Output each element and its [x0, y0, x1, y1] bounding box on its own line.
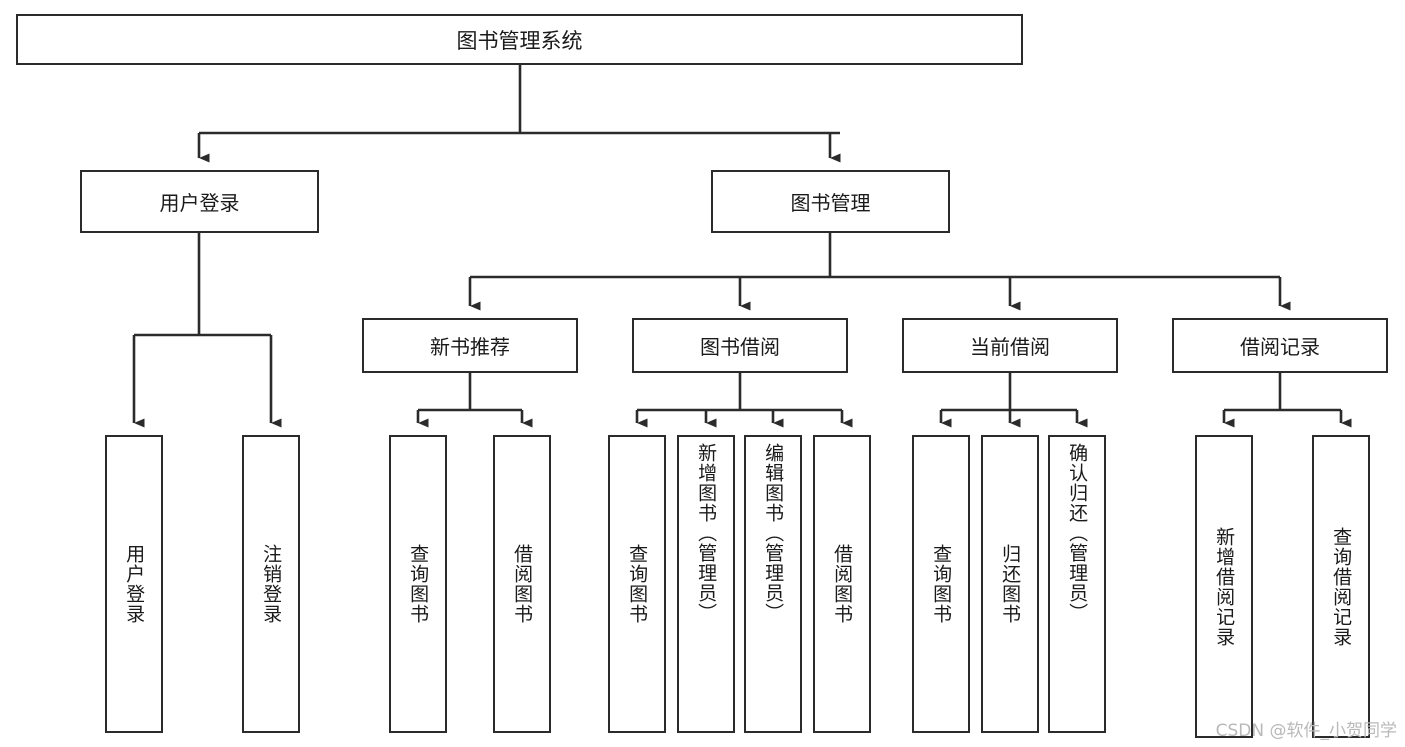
leaf-confirm-return-admin-label: 确认归还（管理员） [1066, 443, 1089, 623]
leaf-user-login-label: 用户登录 [123, 544, 146, 624]
node-book-borrow[interactable]: 图书借阅 [632, 318, 848, 373]
leaf-edit-book-admin[interactable]: 编辑图书（管理员） [744, 435, 802, 733]
node-book-management[interactable]: 图书管理 [711, 170, 950, 233]
leaf-logout[interactable]: 注销登录 [242, 435, 300, 733]
leaf-return-book[interactable]: 归还图书 [981, 435, 1039, 733]
node-new-book-recommend[interactable]: 新书推荐 [362, 318, 578, 373]
leaf-borrow-book-label: 借阅图书 [831, 544, 854, 624]
node-user-login-label: 用户登录 [159, 191, 240, 215]
leaf-query-book-current[interactable]: 查询图书 [912, 435, 970, 733]
node-book-management-label: 图书管理 [790, 191, 871, 215]
leaf-return-book-label: 归还图书 [999, 544, 1022, 624]
leaf-query-borrow-record-label: 查询借阅记录 [1330, 526, 1353, 647]
leaf-borrow-book-recommend-label: 借阅图书 [511, 544, 534, 624]
node-root-label: 图书管理系统 [456, 28, 583, 53]
node-book-borrow-label: 图书借阅 [700, 335, 780, 359]
leaf-add-borrow-record[interactable]: 新增借阅记录 [1195, 435, 1253, 738]
leaf-query-book-borrow-label: 查询图书 [626, 544, 649, 624]
leaf-add-borrow-record-label: 新增借阅记录 [1213, 526, 1236, 647]
node-new-book-recommend-label: 新书推荐 [430, 335, 510, 359]
leaf-query-book-borrow[interactable]: 查询图书 [608, 435, 666, 733]
leaf-borrow-book[interactable]: 借阅图书 [813, 435, 871, 733]
leaf-logout-label: 注销登录 [260, 544, 283, 624]
node-root[interactable]: 图书管理系统 [16, 14, 1023, 65]
node-current-borrow[interactable]: 当前借阅 [902, 318, 1118, 373]
node-user-login[interactable]: 用户登录 [80, 170, 319, 233]
leaf-query-book-recommend-label: 查询图书 [407, 544, 430, 624]
leaf-user-login[interactable]: 用户登录 [105, 435, 163, 733]
leaf-edit-book-admin-label: 编辑图书（管理员） [762, 443, 785, 623]
leaf-borrow-book-recommend[interactable]: 借阅图书 [493, 435, 551, 733]
leaf-add-book-admin-label: 新增图书（管理员） [695, 443, 718, 623]
leaf-query-borrow-record[interactable]: 查询借阅记录 [1312, 435, 1370, 738]
csdn-watermark: CSDN @软件_小贺同学 [1215, 721, 1397, 741]
leaf-query-book-recommend[interactable]: 查询图书 [389, 435, 447, 733]
node-borrow-record[interactable]: 借阅记录 [1172, 318, 1388, 373]
node-borrow-record-label: 借阅记录 [1240, 335, 1320, 359]
leaf-confirm-return-admin[interactable]: 确认归还（管理员） [1048, 435, 1106, 733]
leaf-query-book-current-label: 查询图书 [930, 544, 953, 624]
leaf-add-book-admin[interactable]: 新增图书（管理员） [677, 435, 735, 733]
node-current-borrow-label: 当前借阅 [970, 335, 1050, 359]
